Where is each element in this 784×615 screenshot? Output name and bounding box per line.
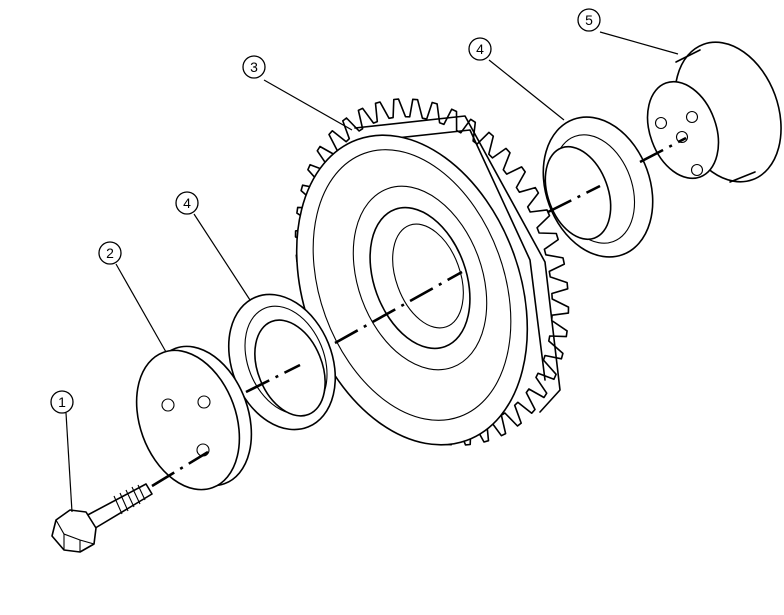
callout-4-front-label: 4 [183, 195, 191, 211]
callout-3-label: 3 [250, 59, 258, 75]
callout-2-label: 2 [106, 245, 114, 261]
callout-5: 5 [577, 8, 601, 32]
washer-plate-part [135, 345, 253, 491]
callout-4-front: 4 [175, 191, 199, 215]
callout-1-label: 1 [58, 394, 66, 410]
gear-part [294, 98, 570, 446]
callout-1: 1 [50, 390, 74, 414]
hub-part [646, 41, 782, 183]
bushing-front-part [227, 293, 337, 431]
callout-4-rear-label: 4 [476, 41, 484, 57]
callout-2: 2 [98, 241, 122, 265]
leader-lines [65, 31, 679, 513]
bolt-part [51, 483, 153, 553]
callout-3: 3 [242, 55, 266, 79]
callout-5-label: 5 [585, 12, 593, 28]
callout-4-rear: 4 [468, 37, 492, 61]
